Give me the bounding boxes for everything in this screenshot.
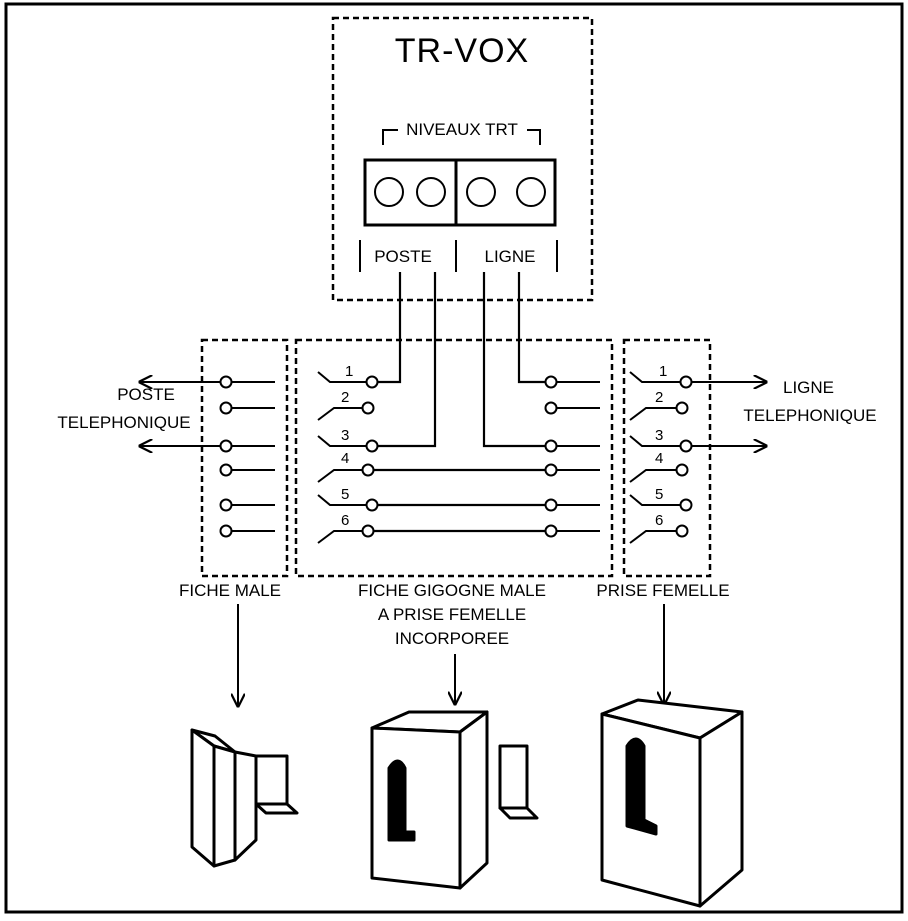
male-plug-dashed-box: [200, 338, 289, 578]
female-socket-label: PRISE FEMELLE: [596, 581, 729, 600]
wire-poste-3: [378, 272, 437, 448]
gigogne-dashed-box: [294, 338, 614, 578]
pin-contact: [361, 524, 375, 538]
male-plug-block: [140, 338, 289, 578]
female-socket-block: 1 2 3 4 5 6: [622, 338, 766, 578]
levels-bracket-right: [527, 129, 541, 145]
pin-contact: [544, 401, 558, 415]
pin-contact: [365, 439, 379, 453]
pin-number: 4: [655, 450, 663, 467]
pin-number: 4: [341, 450, 349, 467]
pin-contact: [679, 375, 693, 389]
pin-contact: [544, 524, 558, 538]
switch-contact: [317, 469, 362, 483]
pin-number: 5: [341, 486, 349, 503]
pin-contact: [219, 439, 233, 453]
wire-poste-1: [378, 272, 402, 384]
ligne-telephonique-line1: LIGNE: [783, 378, 834, 397]
switch-contact: [629, 494, 680, 506]
poste-label: POSTE: [374, 247, 432, 266]
ligne-telephonique-line2: TELEPHONIQUE: [743, 406, 876, 425]
pin-contact: [219, 463, 233, 477]
levels-bracket-left: [382, 129, 398, 145]
female-socket-dashed-box: [622, 338, 712, 578]
gigogne-label-line3: INCORPOREE: [395, 629, 509, 648]
pin-contact: [675, 401, 689, 415]
levels-label: NIVEAUX TRT: [406, 120, 518, 139]
gigogne-label-line1: FICHE GIGOGNE MALE: [358, 581, 546, 600]
trim-pot-icon: [416, 177, 446, 207]
pin-contact: [679, 498, 693, 512]
switch-contact: [629, 469, 676, 483]
trim-pot-icon: [466, 177, 496, 207]
pin-contact: [544, 463, 558, 477]
tr-vox-module: TR-VOX NIVEAUX TRT POSTE LIGNE: [331, 16, 594, 302]
pin-contact: [365, 498, 379, 512]
trim-pot-icon: [516, 177, 546, 207]
switch-contact: [629, 371, 680, 383]
pin-number: 5: [655, 486, 663, 503]
pin-contact: [219, 375, 233, 389]
pin-number: 1: [659, 363, 667, 380]
switch-contact: [629, 530, 676, 544]
switch-contact: [317, 407, 362, 421]
pin-number: 3: [341, 427, 349, 444]
switch-contact: [317, 371, 366, 383]
poste-telephonique-line1: POSTE: [117, 385, 175, 404]
ligne-label: LIGNE: [484, 247, 535, 266]
male-plug-icon: [190, 728, 299, 868]
trim-pot-icon: [374, 177, 404, 207]
wire-ligne-3: [482, 272, 545, 448]
tr-vox-wires: [378, 272, 545, 448]
switch-contact: [317, 435, 366, 447]
pin-contact: [675, 524, 689, 538]
pin-contact: [219, 524, 233, 538]
switch-contact: [629, 435, 680, 447]
pin-contact: [679, 439, 693, 453]
pin-number: 6: [341, 512, 349, 529]
pin-contact: [544, 498, 558, 512]
gigogne-label-line2: A PRISE FEMELLE: [378, 605, 526, 624]
pin-contact: [219, 401, 233, 415]
pin-number: 2: [655, 389, 663, 406]
tr-vox-title: TR-VOX: [395, 32, 529, 70]
pin-number: 1: [345, 363, 353, 380]
pin-contact: [361, 401, 375, 415]
pin-contact: [361, 463, 375, 477]
switch-contact: [317, 530, 362, 544]
outer-frame: [4, 2, 904, 914]
switch-contact: [317, 494, 366, 506]
pin-number: 2: [341, 389, 349, 406]
female-socket-icon: [600, 698, 744, 908]
gigogne-plug-icon: [370, 710, 539, 890]
tr-vox-dashed-box: [331, 16, 594, 302]
pin-contact: [675, 463, 689, 477]
gigogne-plug-block: 1 2 3 4 5 6: [294, 338, 614, 578]
wire-ligne-1: [517, 272, 545, 384]
pin-contact: [365, 375, 379, 389]
switch-contact: [629, 407, 676, 421]
pin-contact: [544, 375, 558, 389]
pin-number: 3: [655, 427, 663, 444]
pin-contact: [544, 439, 558, 453]
male-plug-label: FICHE MALE: [179, 581, 281, 600]
poste-telephonique-line2: TELEPHONIQUE: [57, 413, 190, 432]
pin-contact: [219, 498, 233, 512]
pin-number: 6: [655, 512, 663, 529]
